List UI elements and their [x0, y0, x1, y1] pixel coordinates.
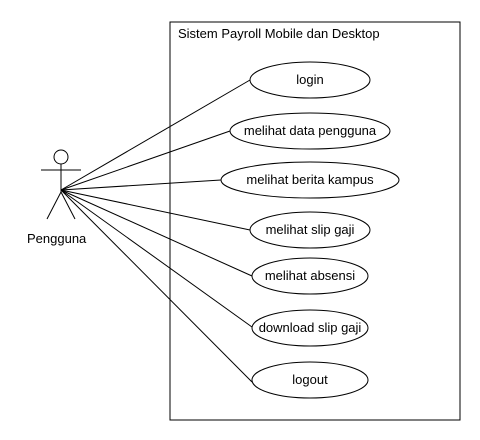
use-case-download-slip-gaji: download slip gaji [251, 309, 369, 347]
association-melihat-data-pengguna [60, 130, 231, 191]
use-case-login: login [249, 61, 371, 99]
use-case-ellipse [220, 161, 400, 199]
use-case-label: logout [292, 372, 328, 387]
associations [60, 79, 253, 383]
use-case-ellipse [229, 112, 391, 150]
use-case-melihat-data-pengguna: melihat data pengguna [229, 112, 391, 150]
use-case-ellipse [251, 257, 369, 295]
actor-left-leg [46, 191, 62, 220]
association-melihat-absensi [60, 189, 253, 277]
use-case-label: melihat absensi [265, 268, 355, 283]
use-case-ellipse [251, 361, 369, 399]
use-case-melihat-absensi: melihat absensi [251, 257, 369, 295]
use-case-label: login [296, 72, 323, 87]
association-melihat-slip-gaji [60, 189, 251, 231]
use-case-ellipse [249, 211, 371, 249]
actor-right-leg [60, 191, 76, 220]
use-case-melihat-berita-kampus: melihat berita kampus [220, 161, 400, 199]
use-case-label: melihat slip gaji [266, 222, 355, 237]
use-case-label: download slip gaji [259, 320, 362, 335]
use-case-melihat-slip-gaji: melihat slip gaji [249, 211, 371, 249]
association-logout [60, 189, 253, 383]
actor-head [53, 149, 69, 165]
use-case-label: melihat data pengguna [244, 123, 377, 138]
use-case-label: melihat berita kampus [246, 172, 374, 187]
actor-name: Pengguna [27, 231, 87, 246]
use-case-ellipse [249, 61, 371, 99]
system-title: Sistem Payroll Mobile dan Desktop [178, 26, 380, 41]
association-download-slip-gaji [60, 189, 253, 328]
actor-pengguna [41, 149, 81, 220]
use-case-logout: logout [251, 361, 369, 399]
use-case-ellipse [251, 309, 369, 347]
association-melihat-berita-kampus [60, 179, 222, 191]
association-login [60, 79, 251, 191]
